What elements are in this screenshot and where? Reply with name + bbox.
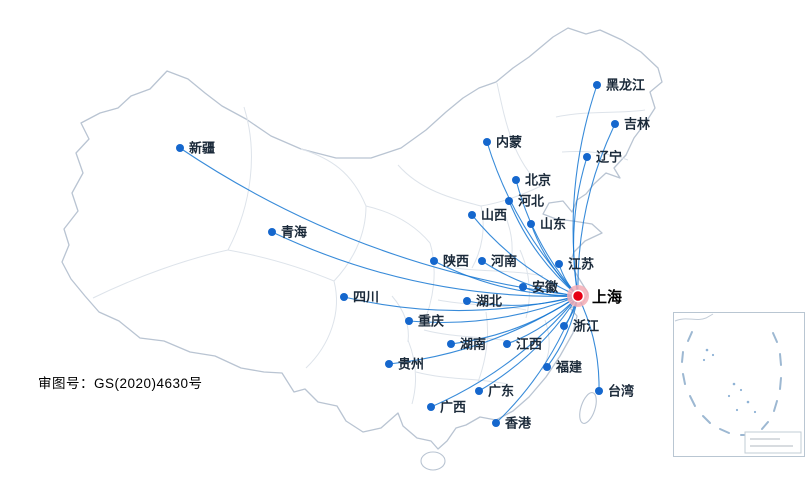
province-label: 湖南: [460, 337, 486, 352]
province-dot[interactable]: [593, 81, 601, 89]
inset-islands: [702, 348, 757, 414]
flight-line: [508, 200, 579, 297]
origin-marker-group: [567, 285, 589, 307]
province-label: 重庆: [418, 314, 444, 329]
province-label: 内蒙: [496, 135, 522, 150]
province-label: 湖北: [476, 294, 502, 309]
flight-line: [271, 231, 579, 297]
province-dot[interactable]: [468, 211, 476, 219]
inset-legend-box: [744, 431, 802, 454]
province-label: 山西: [481, 208, 507, 223]
province-label: 陕西: [443, 254, 469, 269]
province-label: 浙江: [573, 319, 599, 334]
province-dot[interactable]: [512, 176, 520, 184]
flight-line: [577, 295, 600, 392]
province-label: 香港: [504, 416, 532, 431]
province-dot[interactable]: [560, 322, 568, 330]
flight-line: [577, 123, 616, 297]
province-label: 河北: [518, 194, 544, 209]
province-label: 辽宁: [596, 150, 622, 165]
province-dot[interactable]: [483, 138, 491, 146]
flight-line: [471, 214, 579, 297]
province-dot[interactable]: [543, 363, 551, 371]
province-label: 吉林: [624, 117, 650, 132]
province-dot[interactable]: [555, 260, 563, 268]
province-label: 黑龙江: [606, 78, 645, 93]
south-china-sea-inset: [673, 312, 805, 457]
province-dot[interactable]: [340, 293, 348, 301]
province-label: 新疆: [189, 141, 215, 156]
origin-dot[interactable]: [571, 289, 585, 303]
province-dot[interactable]: [492, 419, 500, 427]
flight-line: [430, 295, 579, 408]
hainan-island: [420, 451, 446, 471]
china-outline: [61, 27, 663, 450]
province-label: 江西: [516, 337, 542, 352]
province-dot[interactable]: [176, 144, 184, 152]
province-label: 贵州: [398, 357, 424, 372]
province-label: 河南: [491, 254, 517, 269]
province-dot[interactable]: [503, 340, 511, 348]
province-label: 江苏: [568, 257, 594, 272]
map-approval-number: 审图号：GS(2020)4630号: [38, 376, 203, 391]
province-dot[interactable]: [478, 257, 486, 265]
province-dot[interactable]: [430, 257, 438, 265]
province-dot[interactable]: [447, 340, 455, 348]
flight-line: [478, 295, 579, 392]
province-dot[interactable]: [611, 120, 619, 128]
province-dots: [176, 81, 619, 427]
flight-line: [408, 295, 579, 324]
province-dot[interactable]: [519, 283, 527, 291]
province-label: 北京: [525, 173, 551, 188]
province-dot[interactable]: [475, 387, 483, 395]
origin-label: 上海: [592, 288, 622, 306]
province-dot[interactable]: [583, 153, 591, 161]
province-label: 台湾: [608, 384, 634, 399]
province-dot[interactable]: [427, 403, 435, 411]
taiwan-island: [579, 392, 597, 424]
flight-line: [573, 156, 588, 297]
province-dot[interactable]: [405, 317, 413, 325]
province-dot[interactable]: [527, 220, 535, 228]
province-dot[interactable]: [595, 387, 603, 395]
province-label: 广东: [488, 384, 514, 399]
province-dot[interactable]: [505, 197, 513, 205]
province-label: 安徽: [532, 280, 559, 295]
province-label: 广西: [440, 400, 466, 415]
province-label: 青海: [281, 225, 307, 240]
flight-line: [433, 260, 579, 297]
province-dot[interactable]: [268, 228, 276, 236]
province-label: 福建: [555, 360, 582, 375]
province-dot[interactable]: [463, 297, 471, 305]
province-dot[interactable]: [385, 360, 393, 368]
flight-line: [481, 260, 579, 297]
flight-line: [388, 295, 579, 365]
province-label: 山东: [540, 217, 566, 232]
flight-line: [466, 295, 579, 306]
province-label: 四川: [353, 290, 379, 305]
